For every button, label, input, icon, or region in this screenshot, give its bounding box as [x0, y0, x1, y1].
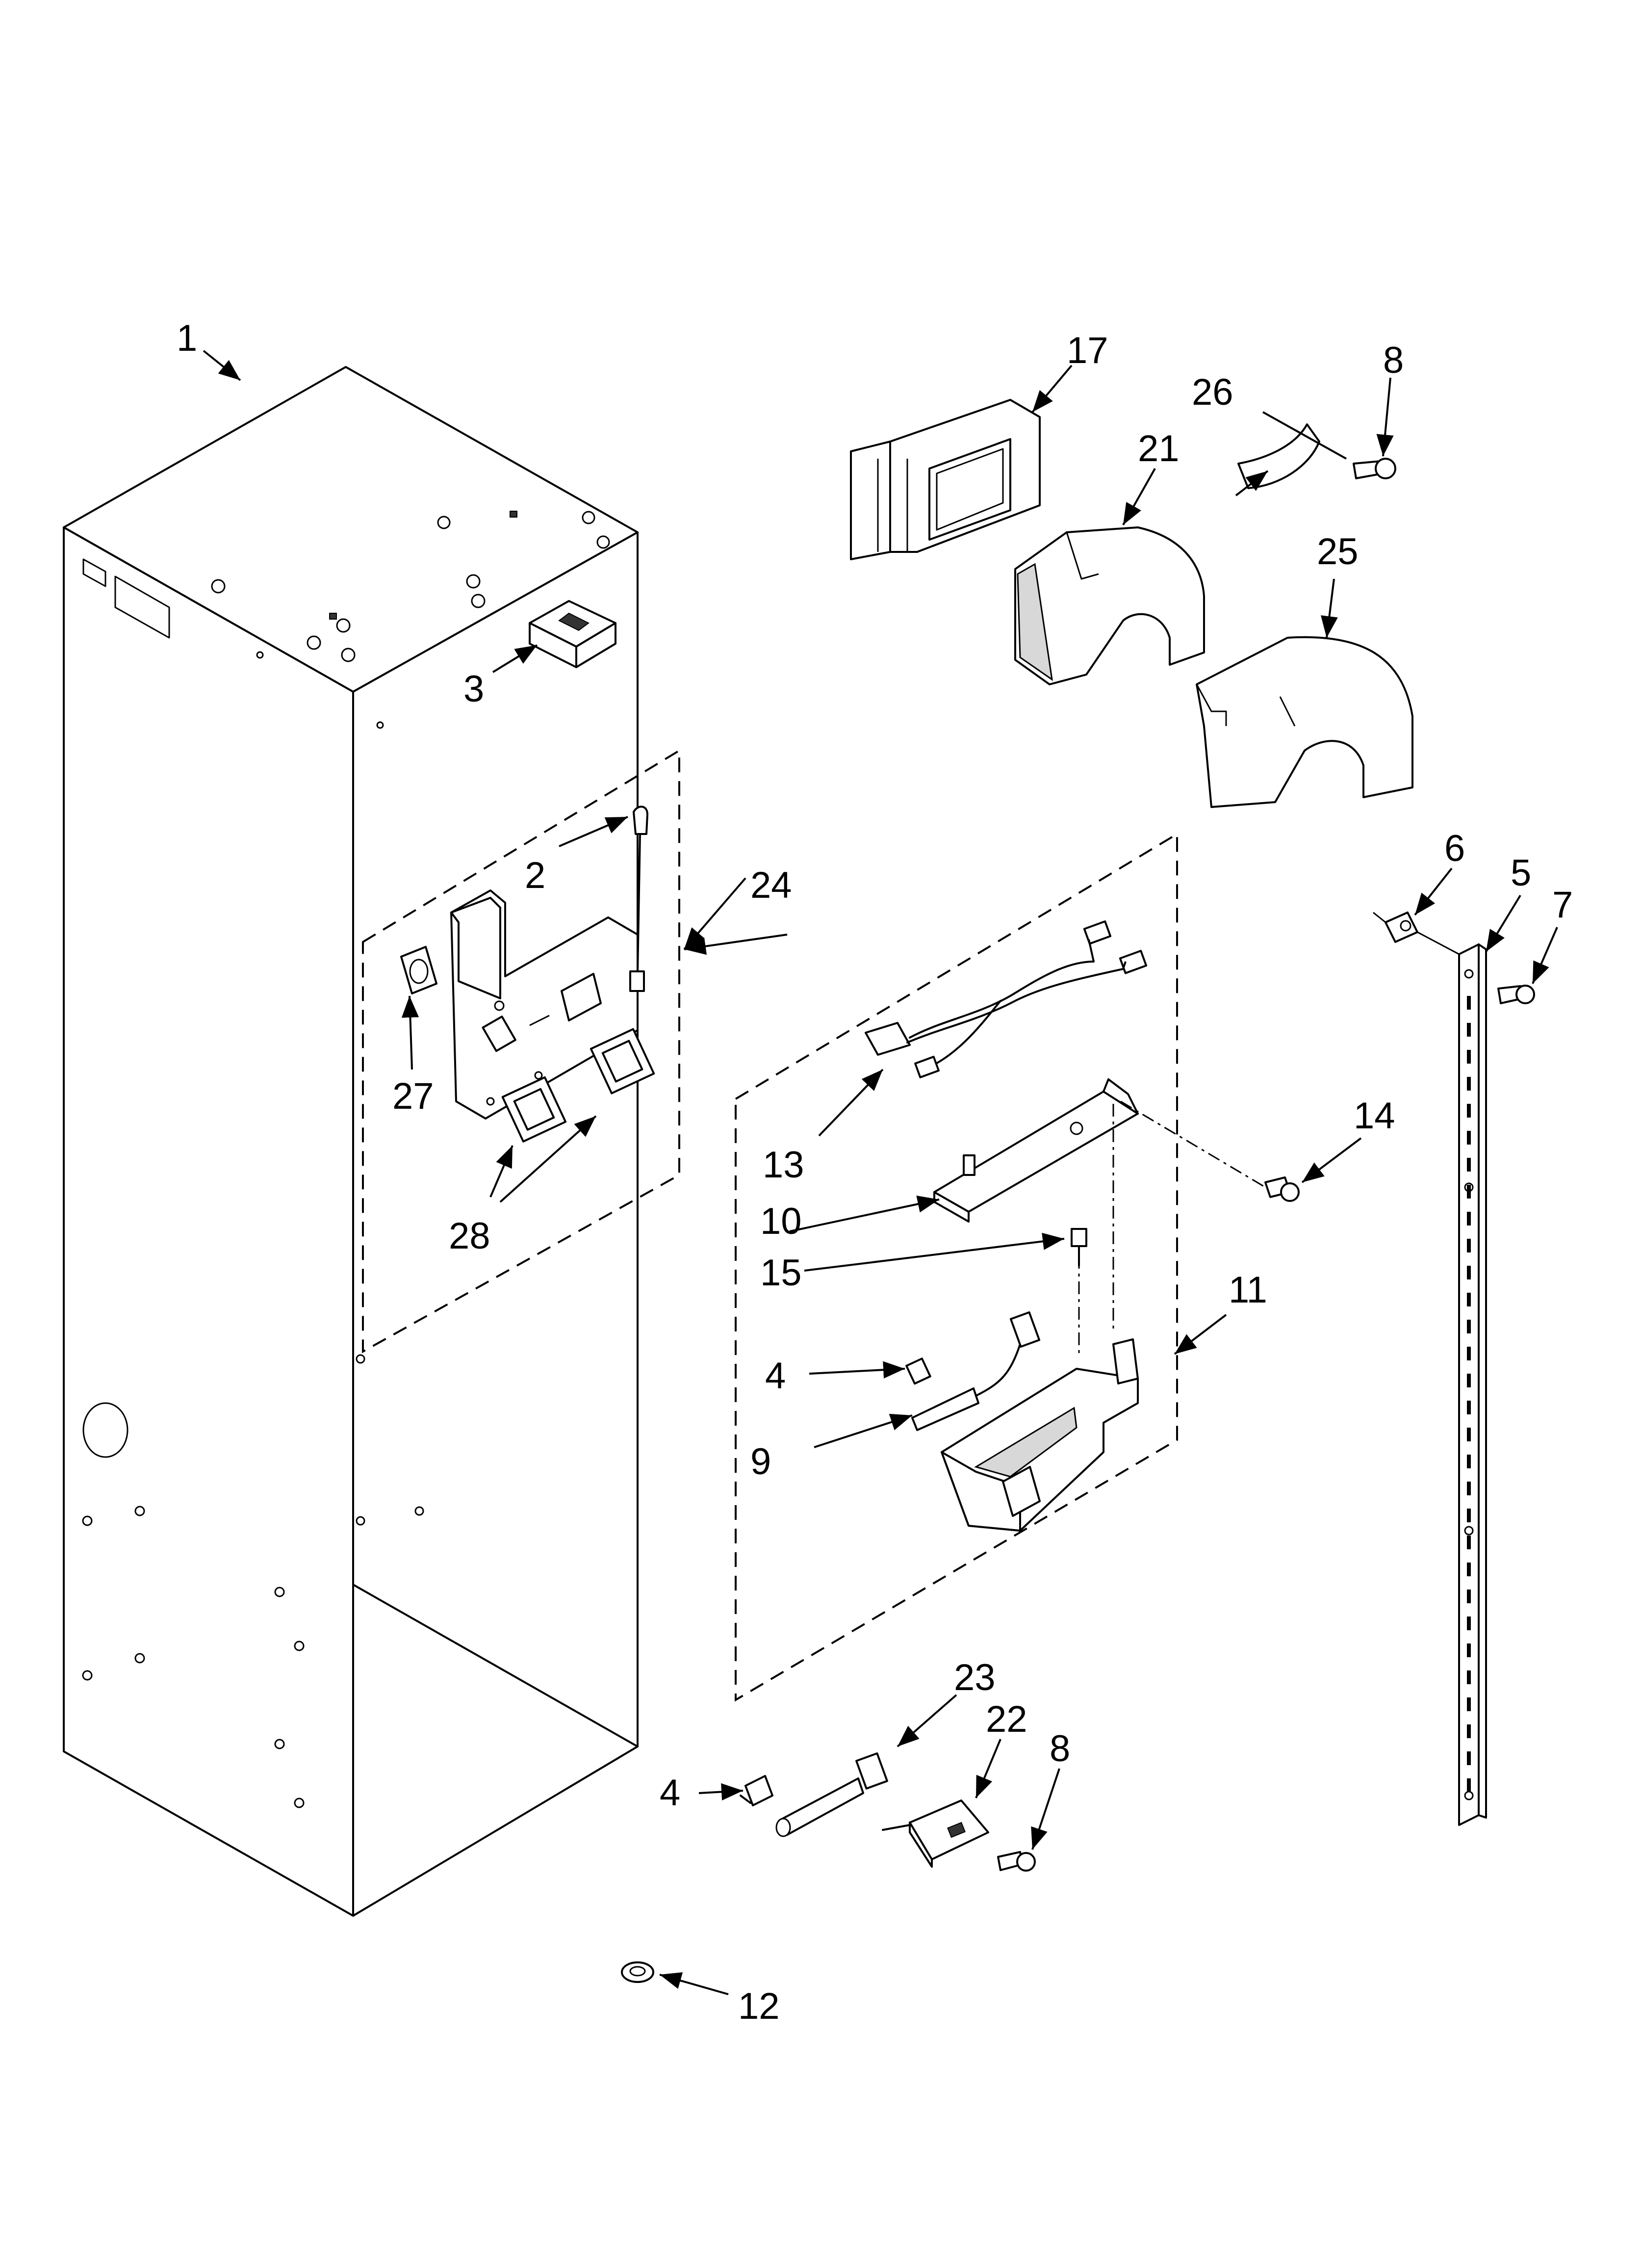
callout-2: 2 — [525, 855, 545, 896]
callout-8-top: 8 — [1383, 339, 1404, 381]
callout-4-middle: 4 — [765, 1355, 786, 1397]
callout-3: 3 — [463, 668, 484, 710]
duct-cover-part-25 — [1196, 636, 1413, 808]
callout-7: 7 — [1552, 884, 1573, 926]
rail-slot — [1467, 1670, 1471, 1684]
callout-12: 12 — [738, 1985, 780, 2027]
rail-slot — [1467, 1212, 1471, 1225]
nut-part-6 — [1373, 912, 1460, 955]
rail-slot — [1467, 1104, 1471, 1118]
callout-21: 21 — [1138, 428, 1180, 469]
callout-4-bottom: 4 — [660, 1772, 680, 1814]
rail-slots — [1467, 996, 1471, 1792]
callout-5: 5 — [1511, 852, 1531, 894]
callout-labels: 1 2 3 4 4 5 6 7 8 8 9 10 11 12 13 14 15 … — [177, 317, 1573, 2027]
callout-26: 26 — [1192, 371, 1233, 413]
rail-slot — [1467, 1293, 1471, 1306]
callout-6: 6 — [1444, 828, 1465, 869]
rail-slot — [1467, 1401, 1471, 1414]
rail-slot — [1467, 1050, 1471, 1064]
callout-25: 25 — [1317, 531, 1359, 573]
screw-part-8-bottom — [997, 1851, 1036, 1872]
callout-17: 17 — [1067, 330, 1108, 371]
duct-cover-part-21 — [1014, 526, 1205, 685]
rail-slot — [1467, 1536, 1471, 1549]
electrical-housing-assembly — [735, 832, 1266, 1702]
rail-slot — [1467, 1724, 1471, 1738]
callout-1: 1 — [177, 317, 197, 359]
rail-slot — [1467, 1158, 1471, 1172]
rail-slot — [1467, 1563, 1471, 1576]
screw-part-14 — [1264, 1176, 1300, 1202]
rail-slot — [1467, 1778, 1471, 1792]
callout-15: 15 — [760, 1252, 802, 1294]
rail-slot — [1467, 1509, 1471, 1522]
screw-part-8-top — [1262, 411, 1396, 479]
callout-9: 9 — [750, 1441, 771, 1483]
connector-part-22 — [882, 1799, 989, 1868]
rail-slot — [1467, 1643, 1471, 1657]
rail-slot — [1467, 1266, 1471, 1279]
air-duct-part-17 — [850, 399, 1041, 560]
callout-28: 28 — [449, 1215, 490, 1257]
rail-slot — [1467, 1482, 1471, 1495]
rail-slot — [1467, 1616, 1471, 1630]
rail-slot — [1467, 1023, 1471, 1037]
callout-14: 14 — [1354, 1095, 1395, 1137]
callout-24: 24 — [750, 864, 792, 906]
rail-slot — [1467, 1428, 1471, 1441]
leader-lines — [203, 350, 1558, 1995]
callout-11: 11 — [1229, 1269, 1267, 1311]
rail-slot — [1467, 1590, 1471, 1603]
control-bracket-assembly — [362, 749, 680, 1354]
rail-slot — [1467, 1077, 1471, 1091]
rail-slot — [1467, 1239, 1471, 1252]
rail-slot — [1467, 1374, 1471, 1387]
callout-13: 13 — [763, 1144, 804, 1186]
sensor-part-23 — [775, 1752, 888, 1837]
rail-slot — [1467, 1320, 1471, 1333]
rail-slot — [1467, 996, 1471, 1010]
callout-10: 10 — [760, 1200, 802, 1242]
plug-part-12 — [621, 1961, 654, 1983]
mounting-rail-part-5 — [1458, 943, 1487, 1826]
rail-slot — [1467, 1751, 1471, 1765]
rail-slot — [1467, 1455, 1471, 1468]
rail-slot — [1467, 1131, 1471, 1145]
rail-slot — [1467, 1347, 1471, 1360]
callout-23: 23 — [954, 1657, 996, 1698]
screw-part-7 — [1497, 985, 1535, 1004]
rail-slot — [1467, 1697, 1471, 1711]
callout-8-bottom: 8 — [1050, 1728, 1070, 1770]
clip-part-4-bottom — [740, 1775, 773, 1806]
rail-slot — [1467, 1185, 1471, 1199]
callout-22: 22 — [986, 1698, 1027, 1740]
callout-27: 27 — [392, 1075, 434, 1117]
clip-part-26 — [1237, 423, 1320, 489]
cabinet-liner — [63, 366, 639, 1917]
